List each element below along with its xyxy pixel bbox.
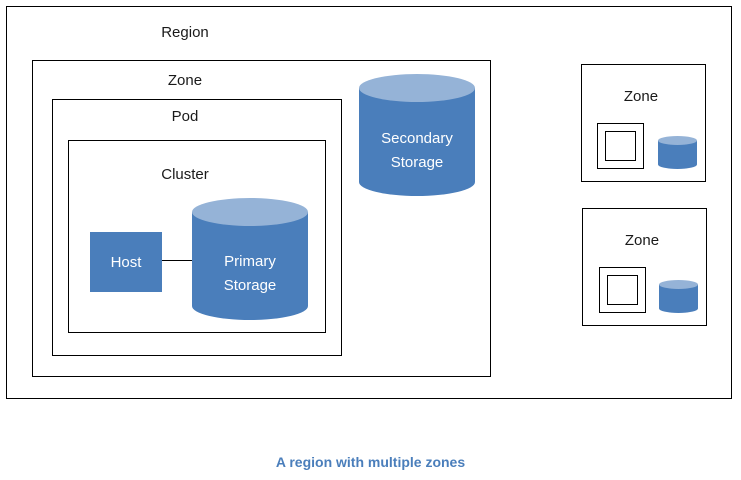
primary-storage-cylinder: Primary Storage	[192, 198, 308, 320]
cluster-icon-right-1	[605, 131, 636, 161]
primary-storage-label: Primary Storage	[192, 250, 308, 298]
region-label: Region	[161, 24, 209, 41]
pod-label: Pod	[171, 108, 199, 125]
secondary-storage-label: Secondary Storage	[359, 127, 475, 175]
zone-label-right-2: Zone	[624, 232, 660, 249]
primary-storage-shape	[192, 198, 308, 320]
storage-icon-right-1	[658, 136, 697, 169]
pod-icon-right-2	[599, 267, 646, 313]
primary-storage-line2: Storage	[223, 277, 277, 294]
host-node: Host	[90, 232, 162, 292]
secondary-storage-line1: Secondary	[381, 130, 453, 147]
zone-label-right-1: Zone	[623, 88, 659, 105]
cluster-label: Cluster	[161, 166, 209, 183]
primary-storage-line1: Primary	[224, 253, 276, 270]
secondary-storage-shape	[359, 74, 475, 196]
zone-label: Zone	[167, 72, 203, 89]
cluster-icon-right-2	[607, 275, 638, 305]
storage-icon-right-2	[659, 280, 698, 313]
secondary-storage-line2: Storage	[390, 154, 444, 171]
host-storage-connector	[162, 260, 192, 261]
diagram-caption: A region with multiple zones	[275, 454, 466, 470]
secondary-storage-cylinder: Secondary Storage	[359, 74, 475, 196]
host-label: Host	[110, 253, 142, 271]
